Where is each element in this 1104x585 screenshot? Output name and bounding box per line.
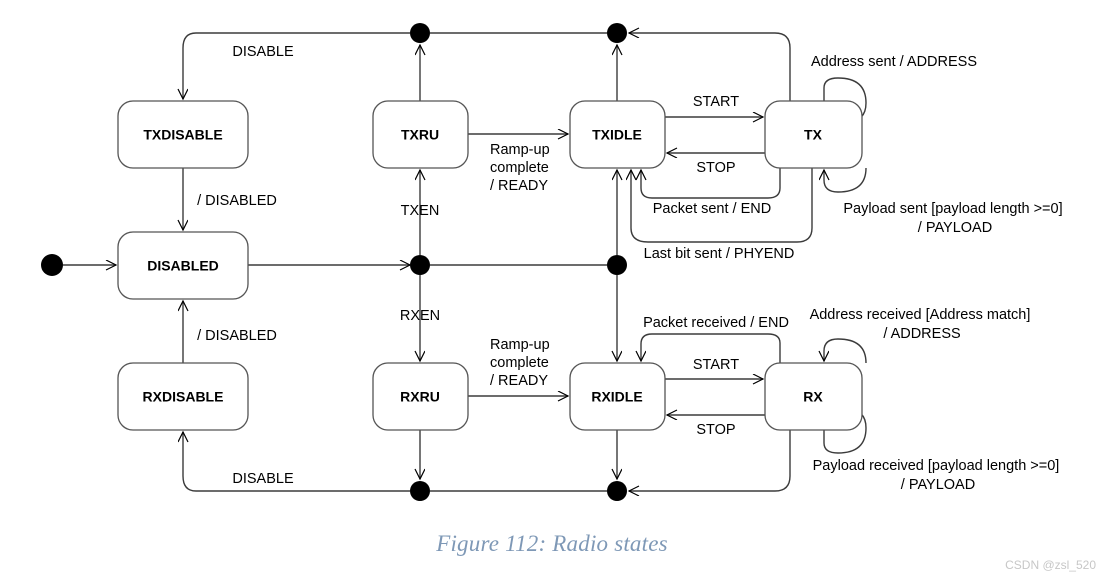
state-boxes: TXDISABLE DISABLED RXDISABLE TXRU RXRU T… (117, 100, 863, 431)
junction-mid-left (410, 255, 430, 275)
label-txen: TXEN (401, 203, 440, 219)
svg-text:Address received [Address matc: Address received [Address match] / ADDRE… (810, 307, 1035, 342)
state-label-disabled: DISABLED (147, 258, 219, 274)
junction-bottom-left (410, 481, 430, 501)
state-rxdisable[interactable]: RXDISABLE (117, 362, 249, 431)
label-rx-stop: STOP (696, 422, 735, 438)
junction-top-right (607, 23, 627, 43)
edge-disable-top (183, 32, 410, 99)
edge-rx-self-address-received (824, 338, 867, 364)
state-txdisable[interactable]: TXDISABLE (117, 100, 249, 169)
edge-packet-sent-end (641, 168, 781, 199)
svg-text:Ramp-up complete: Ramp-up complete / READY (490, 337, 554, 389)
label-disable-bottom: DISABLE (232, 471, 294, 487)
label-rx-start: START (693, 357, 739, 373)
label-disable-top: DISABLE (232, 44, 294, 60)
state-rxidle[interactable]: RXIDLE (569, 362, 666, 431)
label-rxru-ready: Ramp-up complete / READY (490, 337, 554, 389)
state-label-rxidle: RXIDLE (591, 389, 642, 405)
state-label-txru: TXRU (401, 127, 439, 143)
svg-text:Payload received [payload leng: Payload received [payload length >=0] / … (813, 458, 1064, 493)
state-label-rx: RX (803, 389, 823, 405)
edge-tx-to-top-junction (629, 33, 791, 101)
label-packet-received: Packet received / END (643, 315, 789, 331)
figure-caption: Figure 112: Radio states (436, 531, 668, 556)
label-rxdisable-disabled: / DISABLED (197, 328, 277, 344)
label-txdisable-disabled: / DISABLED (197, 193, 277, 209)
edge-last-bit-sent-phyend (631, 168, 813, 243)
edge-rx-to-bottom-junction (629, 430, 791, 491)
label-address-received: Address received [Address match] / ADDRE… (810, 307, 1035, 342)
label-payload-sent: Payload sent [payload length >=0] / PAYL… (843, 201, 1066, 236)
state-rxru[interactable]: RXRU (372, 362, 469, 431)
svg-text:Payload sent [payload length >: Payload sent [payload length >=0] / PAYL… (843, 201, 1066, 236)
state-label-txdisable: TXDISABLE (143, 127, 222, 143)
label-payload-received: Payload received [payload length >=0] / … (813, 458, 1064, 493)
edge-tx-self-payload-sent (824, 167, 867, 193)
junction-top-left (410, 23, 430, 43)
state-txidle[interactable]: TXIDLE (569, 100, 666, 169)
state-label-tx: TX (804, 127, 823, 143)
label-tx-stop: STOP (696, 160, 735, 176)
state-label-rxru: RXRU (400, 389, 440, 405)
initial-state-node (41, 254, 63, 276)
label-txru-ready: Ramp-up complete / READY (490, 142, 554, 194)
state-label-txidle: TXIDLE (592, 127, 642, 143)
edge-disable-bottom (183, 432, 410, 492)
label-rxen: RXEN (400, 308, 440, 324)
state-tx[interactable]: TX (764, 100, 863, 169)
state-rx[interactable]: RX (764, 362, 863, 431)
edge-packet-received-end (641, 333, 781, 363)
label-packet-sent: Packet sent / END (653, 201, 771, 217)
junction-bottom-right (607, 481, 627, 501)
radio-states-svg: TXDISABLE DISABLED RXDISABLE TXRU RXRU T… (41, 23, 1066, 501)
transition-labels: DISABLE / DISABLED / DISABLED DISABLE TX… (197, 44, 1066, 493)
label-tx-start: START (693, 94, 739, 110)
watermark: CSDN @zsl_520 (1005, 558, 1096, 572)
label-address-sent: Address sent / ADDRESS (811, 54, 977, 70)
state-disabled[interactable]: DISABLED (117, 231, 249, 300)
junction-mid-right (607, 255, 627, 275)
state-txru[interactable]: TXRU (372, 100, 469, 169)
label-last-bit-sent: Last bit sent / PHYEND (644, 246, 795, 262)
state-label-rxdisable: RXDISABLE (143, 389, 224, 405)
svg-text:Ramp-up complete: Ramp-up complete / READY (490, 142, 554, 194)
